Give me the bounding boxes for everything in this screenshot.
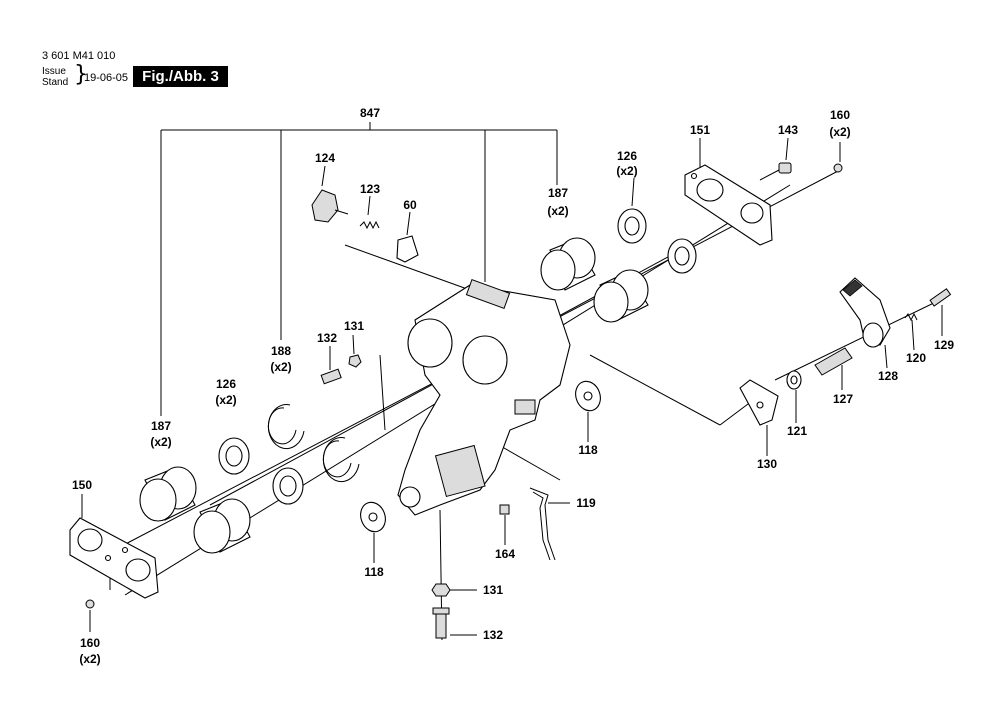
washer-126-left-b-hole <box>279 475 297 497</box>
callout-126-top: 126 <box>617 149 637 163</box>
callout-123: 123 <box>360 182 380 196</box>
callout-143: 143 <box>778 123 798 137</box>
plate-118-right <box>575 380 601 412</box>
callout-160-bottom: 160 <box>80 636 100 650</box>
callout-126-left-qty: (x2) <box>215 393 236 407</box>
washer-121 <box>786 370 802 390</box>
callout-130: 130 <box>757 457 777 471</box>
callout-131-top: 131 <box>344 319 364 333</box>
callout-132-bottom: 132 <box>483 628 503 642</box>
callout-188: 188 <box>271 344 291 358</box>
stand-label: Stand <box>42 77 69 88</box>
callout-119: 119 <box>576 496 596 510</box>
issue-date: 19-06-05 <box>84 72 129 84</box>
callout-187-left: 187 <box>151 419 171 433</box>
issue-stand-labels: Issue Stand <box>42 66 68 88</box>
screw-164 <box>499 504 510 515</box>
document-number: 3 601 M41 010 <box>42 50 116 62</box>
callout-126-top-qty: (x2) <box>616 164 637 178</box>
callout-187-left-qty: (x2) <box>150 435 171 449</box>
screw-160-top <box>833 163 843 173</box>
nut-131-bottom <box>431 583 451 597</box>
callout-164: 164 <box>495 547 515 561</box>
screw-132-bottom <box>432 607 450 639</box>
figure-label: Fig./Abb. 3 <box>133 66 228 87</box>
roller-187-left-b <box>193 498 251 554</box>
lever-128 <box>839 277 891 348</box>
callout-124: 124 <box>315 151 335 165</box>
issue-label: Issue <box>42 66 66 77</box>
roller-187-left-a <box>139 466 197 522</box>
callout-126-left: 126 <box>216 377 236 391</box>
clip-188-b <box>322 437 360 483</box>
callout-847: 847 <box>360 106 380 120</box>
knob-124 <box>311 189 349 223</box>
roller-187-top-b <box>593 269 649 323</box>
callout-131-bottom: 131 <box>483 583 503 597</box>
callout-60: 60 <box>403 198 417 212</box>
callout-128: 128 <box>878 369 898 383</box>
callout-187-top: 187 <box>548 186 568 200</box>
washer-126-top-a-hole <box>624 216 640 236</box>
spring-clip-119 <box>529 487 556 561</box>
callout-leaders <box>81 137 943 636</box>
roller-187-top-a <box>540 237 596 291</box>
callout-151: 151 <box>690 123 710 137</box>
screw-143 <box>759 162 792 181</box>
callout-129: 129 <box>934 338 954 352</box>
callout-127: 127 <box>833 392 853 406</box>
plate-151 <box>684 164 773 246</box>
washer-126-top-b-hole <box>674 246 690 266</box>
threaded-bolt-127 <box>814 347 853 376</box>
callout-118-left: 118 <box>364 565 384 579</box>
callout-labels: 847 124 123 60 187 (x2) 126 (x2) 151 143… <box>72 106 954 666</box>
nut-131-top <box>348 354 362 368</box>
callout-187-top-qty: (x2) <box>547 204 568 218</box>
pin-129 <box>929 288 952 307</box>
brace-glyph: } <box>74 62 88 87</box>
washer-126-left-a-hole <box>225 445 243 467</box>
clip-60 <box>396 235 419 263</box>
callout-188-qty: (x2) <box>270 360 291 374</box>
screw-132-top <box>320 368 342 385</box>
callout-132-top: 132 <box>317 331 337 345</box>
callout-160-top-qty: (x2) <box>829 125 850 139</box>
assembly-bracket-847 <box>160 122 558 416</box>
callout-160-bottom-qty: (x2) <box>79 652 100 666</box>
clip-188-a <box>267 404 305 450</box>
plate-150 <box>69 517 159 599</box>
plate-118-left <box>360 501 386 533</box>
spring-120 <box>904 312 918 322</box>
callout-150: 150 <box>72 478 92 492</box>
screw-160-bottom <box>85 599 95 609</box>
spring-123 <box>359 220 380 230</box>
callout-118-right: 118 <box>578 443 598 457</box>
callout-160-top: 160 <box>830 108 850 122</box>
callout-120: 120 <box>906 351 926 365</box>
callout-121: 121 <box>787 424 807 438</box>
main-housing <box>397 279 571 516</box>
pad-130 <box>739 379 779 426</box>
